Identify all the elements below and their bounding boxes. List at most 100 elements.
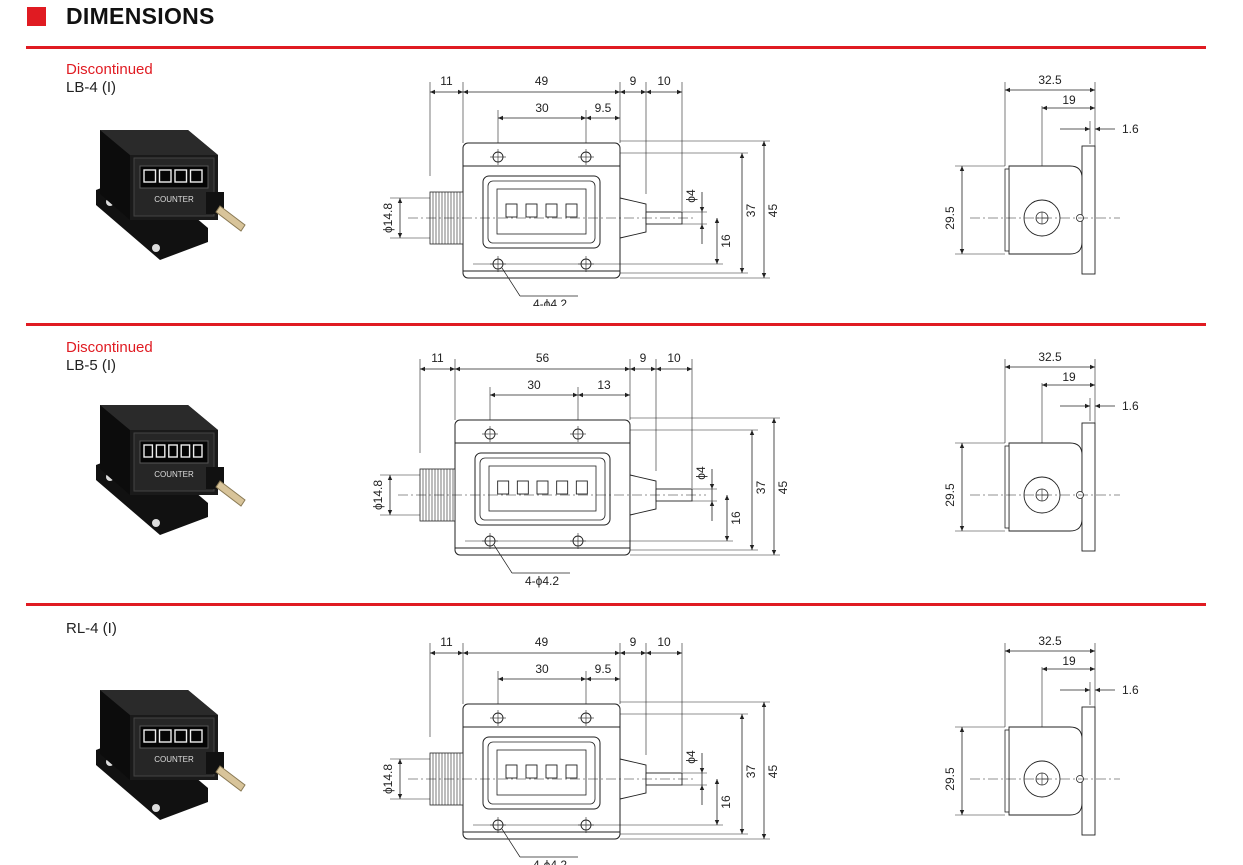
side-back — [1004, 729, 1010, 813]
arrow-head — [1090, 666, 1095, 672]
digit-wheel — [556, 480, 569, 495]
arrow-head — [397, 794, 403, 799]
dimension-label: 30 — [527, 378, 541, 392]
drawing-line — [493, 544, 513, 574]
digit-wheel — [497, 480, 510, 495]
product-photo: COUNTER — [96, 130, 246, 260]
arrow-head — [463, 650, 468, 656]
counter-body — [454, 442, 631, 549]
arrow-head — [1042, 105, 1047, 111]
section-rule — [26, 603, 1206, 606]
arrow-head — [1090, 382, 1095, 388]
arrow-head — [959, 727, 965, 732]
arrow-head — [761, 273, 767, 278]
photo-shaft — [215, 480, 246, 507]
arrow-head — [455, 366, 460, 372]
photo-digit — [143, 729, 157, 743]
dimension-label: 30 — [535, 101, 549, 115]
digit-wheel — [525, 764, 538, 779]
arrow-head — [498, 115, 503, 121]
shaft-flange — [629, 474, 657, 516]
dimension-label: 32.5 — [1038, 73, 1062, 87]
arrow-head — [620, 650, 625, 656]
arrow-head — [1090, 648, 1095, 654]
arrow-head — [959, 443, 965, 448]
arrow-head — [615, 115, 620, 121]
arrow-head — [1095, 403, 1100, 409]
arrow-head — [615, 676, 620, 682]
product-model: LB-4 (I) — [66, 79, 117, 96]
dimension-label: 19 — [1062, 370, 1076, 384]
window-frame-inner — [487, 180, 596, 244]
dimension-label: 49 — [535, 635, 549, 649]
dimension-label: 32.5 — [1038, 350, 1062, 364]
display-window — [496, 749, 587, 796]
dimension-label: 9 — [630, 74, 637, 88]
arrow-head — [430, 650, 435, 656]
arrow-head — [498, 676, 503, 682]
window-frame — [482, 175, 601, 249]
arrow-head — [761, 141, 767, 146]
arrow-head — [709, 484, 715, 489]
arrow-head — [651, 366, 656, 372]
photo-top — [100, 405, 218, 430]
photo-display — [139, 725, 209, 749]
window-frame — [482, 736, 601, 810]
arrow-head — [430, 89, 435, 95]
dimension-label: 10 — [657, 74, 671, 88]
photo-label: COUNTER — [154, 755, 194, 764]
arrow-head — [739, 268, 745, 273]
arrow-head — [714, 820, 720, 825]
dimension-label: 11 — [440, 635, 453, 649]
arrow-head — [581, 676, 586, 682]
photo-digit — [174, 729, 188, 743]
arrow-head — [1005, 648, 1010, 654]
arrow-head — [397, 198, 403, 203]
product-status: Discontinued — [66, 339, 153, 356]
photo-label: COUNTER — [154, 195, 194, 204]
product-model: LB-5 (I) — [66, 357, 117, 374]
arrow-head — [1005, 87, 1010, 93]
digit-wheel — [545, 764, 558, 779]
side-flange — [1081, 422, 1096, 552]
window-frame — [474, 452, 611, 526]
section-rule — [26, 323, 1206, 326]
side-flange — [1081, 145, 1096, 275]
dimension-label: 19 — [1062, 654, 1076, 668]
dimension-label: ϕ4 — [684, 750, 698, 764]
drawing-line — [501, 267, 521, 297]
side-back — [1004, 168, 1010, 252]
dimension-label: 16 — [719, 234, 733, 248]
digit-wheel — [505, 203, 518, 218]
arrow-head — [677, 89, 682, 95]
dimension-label: 37 — [744, 204, 758, 218]
arrow-head — [646, 650, 651, 656]
dimension-label: 1.6 — [1122, 683, 1139, 697]
counter-photo: COUNTER — [96, 405, 246, 535]
dimension-label: 4-ϕ4.2 — [525, 574, 559, 588]
arrow-head — [458, 650, 463, 656]
arrow-head — [387, 475, 393, 480]
arrow-head — [641, 650, 646, 656]
dimension-label: 32.5 — [1038, 634, 1062, 648]
digit-wheel — [565, 203, 578, 218]
photo-display — [139, 440, 209, 464]
photo-digit — [189, 169, 203, 183]
dimension-label: 9.5 — [595, 101, 612, 115]
arrow-head — [578, 392, 583, 398]
arrow-head — [1042, 666, 1047, 672]
arrow-head — [1085, 126, 1090, 132]
photo-shaft — [215, 205, 246, 232]
product-model: RL-4 (I) — [66, 620, 117, 637]
dimension-label: 29.5 — [943, 206, 957, 230]
dimension-label: 9.5 — [595, 662, 612, 676]
arrow-head — [1090, 105, 1095, 111]
dimension-label: ϕ4 — [684, 189, 698, 203]
photo-digit — [143, 169, 157, 183]
dimension-label: 10 — [657, 635, 671, 649]
